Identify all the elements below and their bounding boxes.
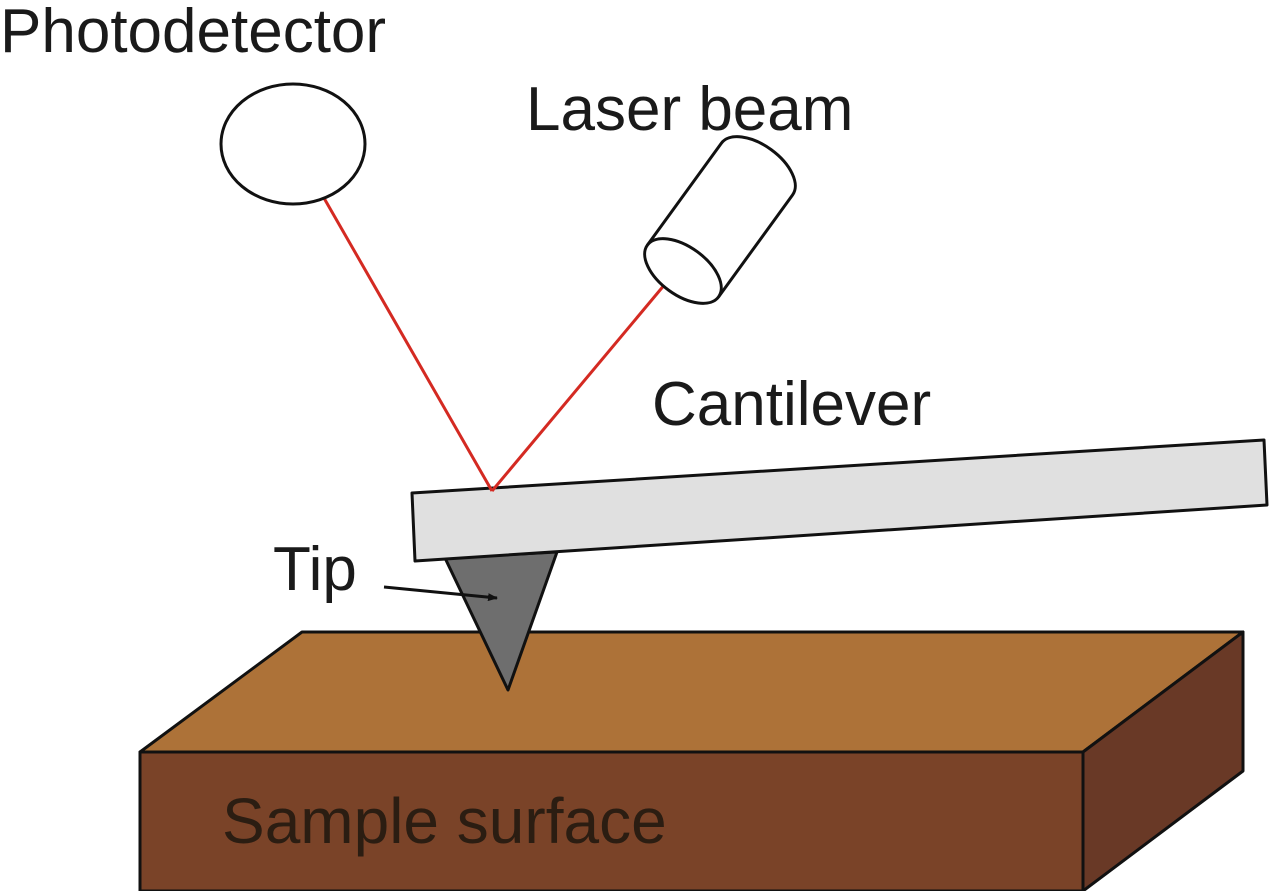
laser-beam-path bbox=[291, 143, 683, 492]
laser-beam-label: Laser beam bbox=[526, 75, 853, 144]
sample-top-face bbox=[138, 630, 1245, 754]
cantilever-bar bbox=[410, 438, 1269, 563]
tip-arrow bbox=[383, 585, 498, 602]
cantilever-label: Cantilever bbox=[652, 370, 931, 439]
sample-front-face bbox=[138, 750, 1085, 891]
reflected-beam bbox=[291, 143, 494, 492]
laser-source bbox=[643, 135, 797, 305]
laser-aperture bbox=[643, 237, 723, 305]
photodetector-ellipse bbox=[219, 82, 367, 206]
photodetector-label: Photodetector bbox=[0, 0, 386, 66]
sample-side-face bbox=[1081, 630, 1245, 891]
sample-surface-label: Sample surface bbox=[222, 785, 667, 857]
sample-block bbox=[138, 630, 1245, 891]
tip-label: Tip bbox=[273, 535, 357, 604]
incident-beam bbox=[490, 264, 683, 492]
